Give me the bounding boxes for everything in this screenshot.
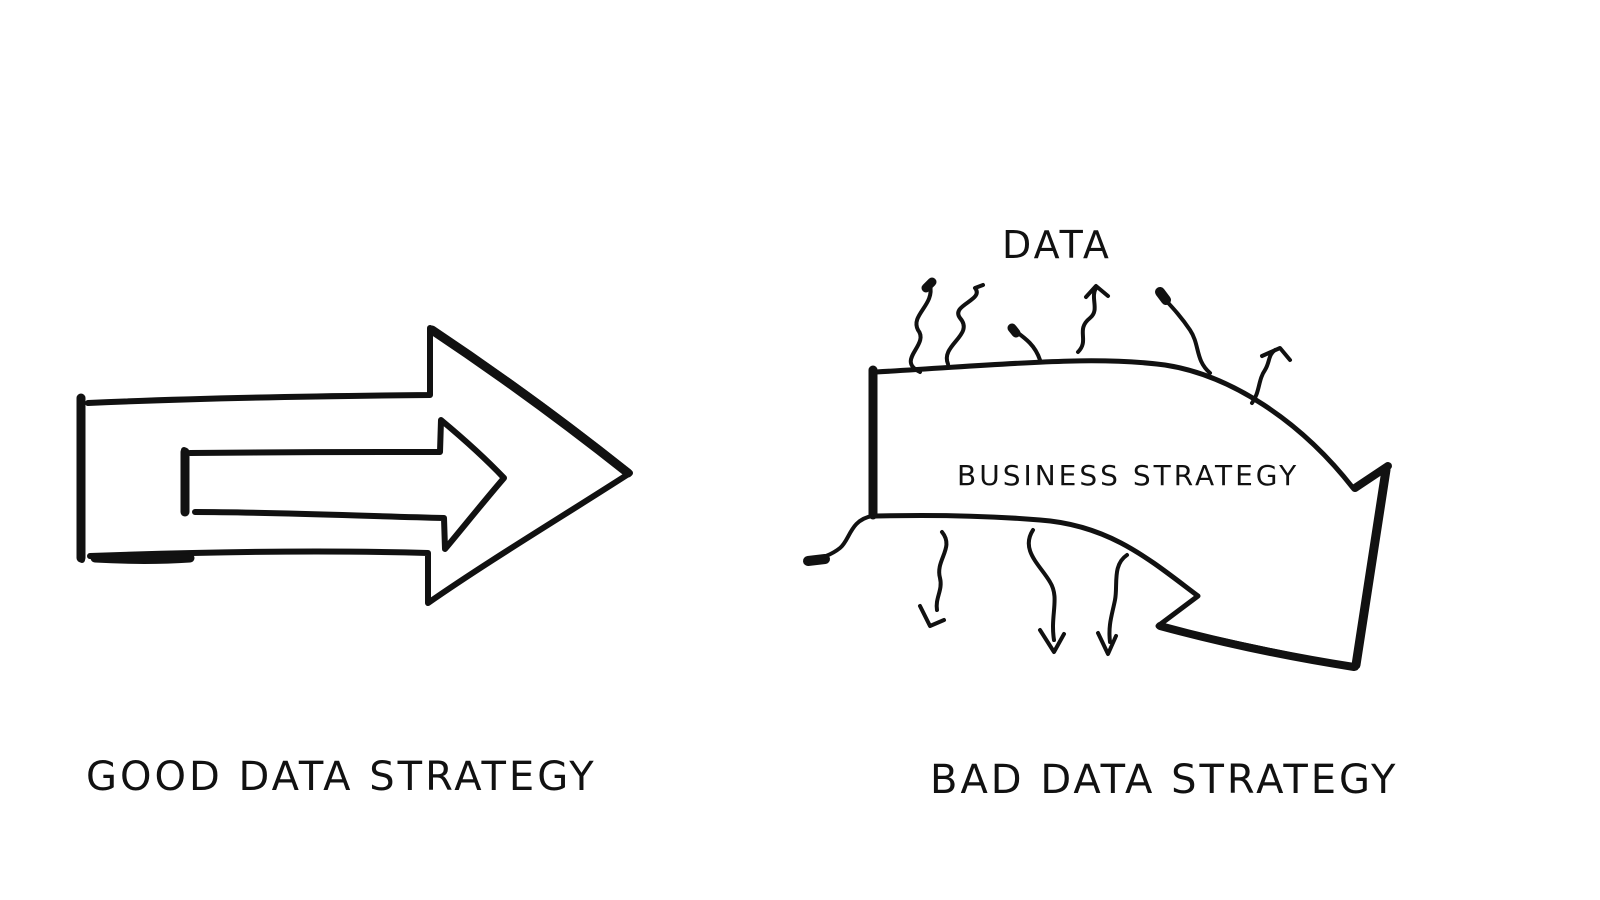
leak-arrow-top-1 [908,283,933,374]
bad-arrow-head-bottom-edge [1156,622,1358,671]
good-outer-arrow-head-edge [427,325,633,478]
leak-arrow-top-5 [1158,292,1212,375]
leak-arrow-tail [810,514,874,562]
bad-strategy-caption: BAD DATA STRATEGY [930,757,1398,803]
data-label: DATA [1002,223,1112,267]
leak-arrow-top-2 [944,283,985,366]
data-leak-arrows-bottom [803,514,1129,656]
leak-arrow-bottom-3 [1096,553,1129,656]
leak-arrow-top-6 [1250,346,1292,405]
bad-arrow-head-right-edge [1351,465,1391,670]
business-strategy-label: BUSINESS STRATEGY [957,459,1299,492]
leak-arrow-top-5-head [1155,287,1171,305]
good-strategy-caption: GOOD DATA STRATEGY [86,754,597,800]
good-outer-arrow-bottom-edge [90,553,195,564]
good-strategy-group: GOOD DATA STRATEGY [76,325,633,800]
data-leak-arrows-top [908,277,1292,405]
leak-arrow-bottom-2 [1026,528,1066,654]
good-inner-arrow [181,417,507,552]
leak-arrow-top-3-head [1007,323,1021,338]
bad-bent-arrow [871,358,1391,671]
bad-arrow-head-top-edge [1351,462,1392,492]
leak-arrow-tail-head [803,554,830,566]
leak-arrow-top-1-head [921,277,937,293]
leak-arrow-bottom-1 [918,530,949,628]
bad-strategy-group: DATA BUSINESS STRATEGY BAD DATA STRATEGY [803,223,1398,803]
leak-arrow-top-4 [1076,284,1110,354]
